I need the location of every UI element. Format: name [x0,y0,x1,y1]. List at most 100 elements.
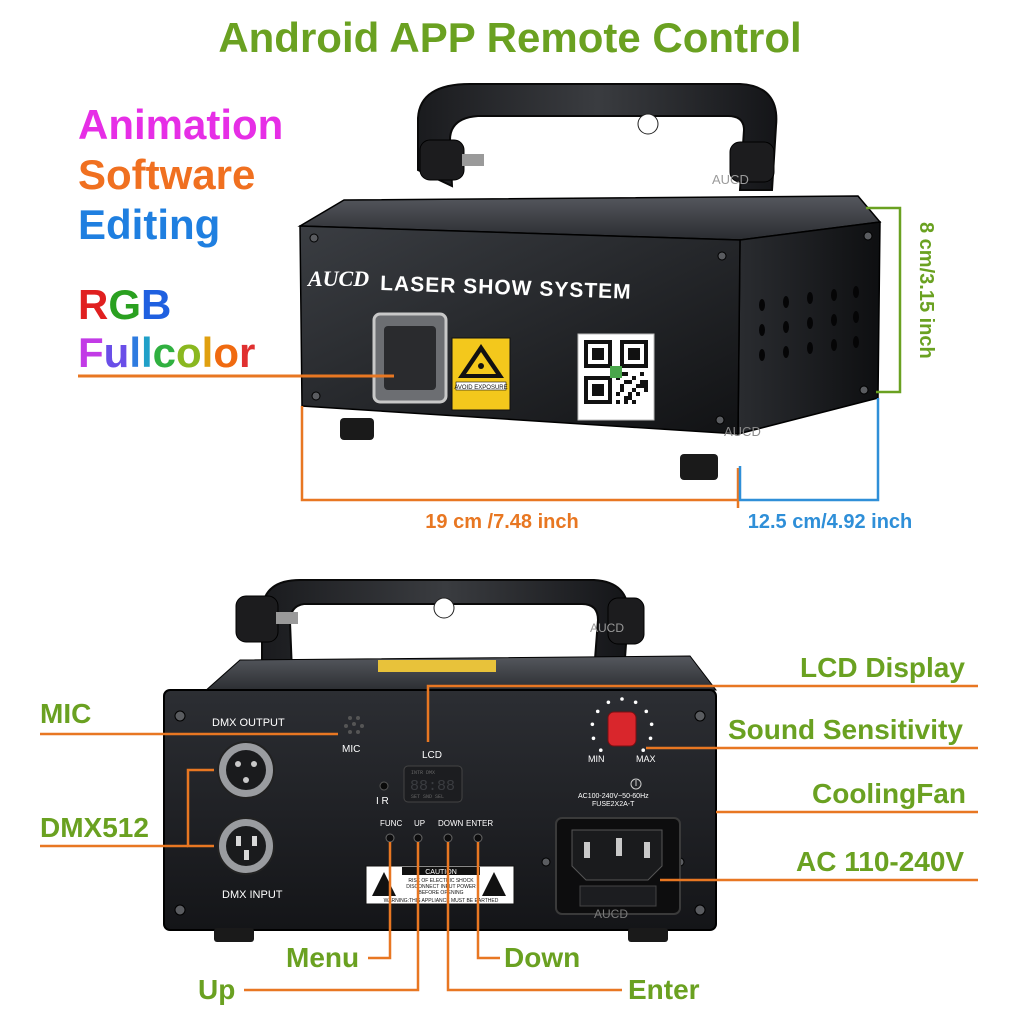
callout-cooling-fan: CoolingFan [812,778,966,809]
lcd-display [403,765,463,803]
func-button[interactable] [385,833,395,843]
lcd-top-text: INTR DMX [411,770,435,776]
up-label: UP [414,819,425,828]
dmx-output-socket [226,750,266,790]
fullcolor-letter: F [78,329,104,376]
warning-band [455,381,507,391]
front-foot [340,418,374,440]
fullcolor-letter: o [176,329,202,376]
rear-callout-lines [40,684,978,992]
fuse-rating: FUSE2X2A-T [592,801,635,808]
laser-hazard-dot [478,363,484,369]
callout-menu: Menu [286,942,360,973]
rear-right-knob [607,597,645,645]
rear-device: DMX OUTPUT DMX INPUT MIC LCD INTR DMX 88… [163,579,718,942]
power-rating: AC100-240V~50-60Hz [578,793,649,800]
feature-rgb-g: G [108,281,142,328]
up-button[interactable] [413,833,423,843]
warning-text: AVOID EXPOSURE [454,385,507,391]
depth-dimension-line [738,398,880,502]
callout-mic: MIC [40,698,92,729]
caution-line4: WARNING:THIS APPLIANCE MUST BE EARTHED [384,898,499,904]
fullcolor-letter: l [201,329,214,376]
rear-left-knob [235,595,298,643]
feature-rgb-r: R [78,281,109,328]
feature-rgb: RGB [78,284,171,326]
rear-screws [174,710,706,916]
fullcolor-letter: u [103,329,130,376]
front-face [299,225,741,435]
fullcolor-letter: o [213,329,239,376]
earth-symbol-icon [630,778,642,790]
front-right-knob [729,141,775,183]
sound-sensitivity-knob[interactable] [607,711,637,747]
down-label: DOWN [438,819,464,828]
callout-down: Down [504,942,581,973]
front-left-knob [419,139,484,181]
fullcolor-letter: c [152,329,177,376]
lcd-callout-line [426,684,978,742]
lcd-bottom-text: SET SND SEL [411,794,444,800]
callout-sound-sensitivity: Sound Sensitivity [728,714,963,745]
rear-bracket-hole [433,597,455,619]
fuse-drawer[interactable] [579,885,657,907]
caution-title: CAUTION [425,869,457,876]
front-watermark-bottom: AUCD [724,424,761,439]
fullcolor-letter: l [129,329,141,376]
feature-rgb-b: B [141,281,172,328]
down-button[interactable] [443,833,453,843]
mic-label: MIC [342,744,360,755]
callout-dmx512: DMX512 [40,812,149,843]
dmx-input-label: DMX INPUT [222,889,283,901]
front-device: AVOID EXPOSURE AUCD LASER SHOW SYSTEM AU… [297,83,882,480]
sensitivity-scale [590,697,654,753]
min-label: MIN [588,754,605,764]
menu-callout-line [368,842,392,960]
down-callout-line [476,842,500,960]
feature-software: Software [78,151,256,198]
enter-callout-line [446,842,622,992]
front-foot [680,454,718,480]
bracket-hole [637,113,659,135]
depth-label: 12.5 cm/4.92 inch [748,511,913,533]
ir-sensor [379,781,389,791]
rear-top-sticker [378,660,496,672]
side-vents [759,286,859,361]
fullcolor-letter: r [239,329,256,376]
rear-watermark-bottom: AUCD [594,907,628,921]
feature-fullcolor: Fullcolor [78,332,255,374]
dmx-output-label: DMX OUTPUT [212,717,285,729]
callout-lcd-display: LCD Display [800,652,965,683]
dmx-callout-bracket [186,768,214,848]
feature-animation: Animation [78,101,284,148]
caution-line3: BEFORE OPENING [418,890,463,896]
front-bracket [417,83,778,191]
qr-modules [584,340,648,404]
fullcolor-letter: l [140,329,153,376]
callout-up: Up [198,974,236,1005]
height-dimension-line [866,206,902,394]
max-label: MAX [636,754,656,764]
width-dimension-line [300,406,738,502]
callout-ac: AC 110-240V [796,846,965,877]
enter-button[interactable] [473,833,483,843]
caution-line1: RISK OF ELECTRIC SHOCK [408,878,474,884]
width-label: 19 cm /7.48 inch [425,511,578,533]
front-watermark-top: AUCD [712,172,749,187]
caution-line2: DISCONNECT INPUT POWER [406,884,476,890]
feature-editing: Editing [78,201,221,248]
lcd-digits: 88:88 [410,778,455,795]
callout-enter: Enter [628,974,700,1005]
front-brand-logo: AUCD [306,266,369,291]
laser-lens [384,326,436,390]
func-label: FUNC [380,819,402,828]
up-callout-line [244,842,420,992]
front-screws [309,231,873,425]
ir-label: I R [376,796,389,807]
page-title: Android APP Remote Control [218,14,802,61]
height-label: 8 cm/3.15 inch [915,222,937,359]
dimension-lines [300,206,902,508]
enter-label: ENTER [466,819,493,828]
mic-grille [344,716,364,734]
